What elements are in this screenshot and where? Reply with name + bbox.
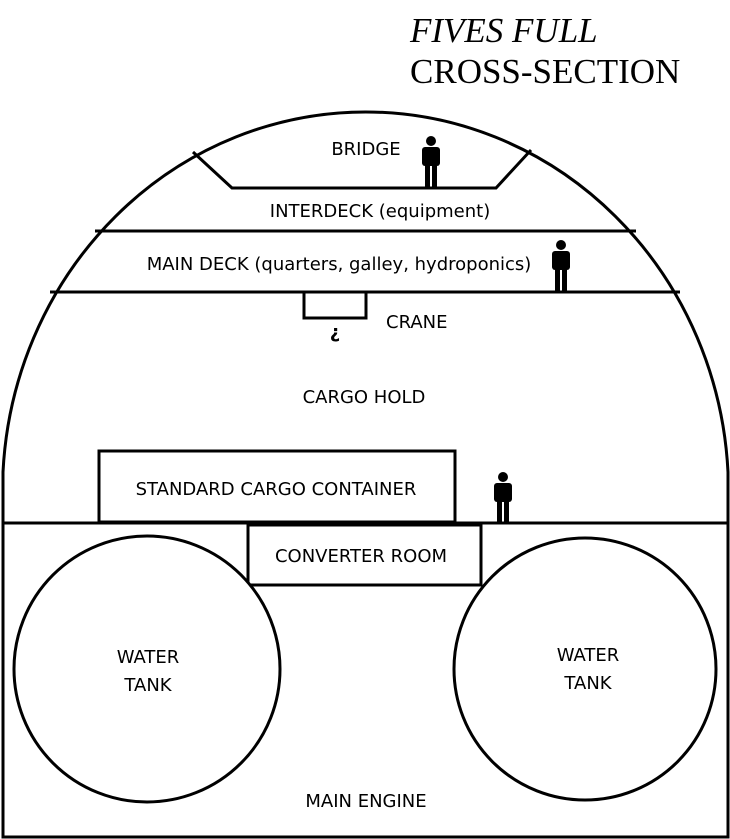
title-line-1: FIVES FULL <box>409 11 598 50</box>
water-tank-right <box>452 536 718 802</box>
standard-cargo-container-label: STANDARD CARGO CONTAINER <box>136 479 417 500</box>
standard-cargo-container <box>97 449 457 524</box>
person-icon <box>494 472 512 524</box>
hook-icon: ¿ <box>330 322 340 343</box>
bridge-label: BRIDGE <box>331 139 400 160</box>
main-deck-label: MAIN DECK (quarters, galley, hydroponics… <box>147 254 532 275</box>
bridge-outline <box>191 148 533 190</box>
title-line-2: CROSS-SECTION <box>410 52 680 91</box>
water-tank-right-label-line-2: TANK <box>563 673 612 694</box>
person-icon <box>422 136 440 188</box>
crane-frame <box>302 292 368 320</box>
cargo-hold-label: CARGO HOLD <box>303 387 426 408</box>
water-tank-right-label-line-1: WATER <box>557 645 620 666</box>
water-tank-left-label-line-2: TANK <box>123 675 172 696</box>
hull-outline <box>1 110 730 839</box>
water-tank-left-label-line-1: WATER <box>117 647 180 668</box>
converter-room <box>246 523 483 587</box>
main-engine-label: MAIN ENGINE <box>305 791 426 812</box>
converter-room-label: CONVERTER ROOM <box>275 546 447 567</box>
crane-label: CRANE <box>386 312 448 333</box>
person-icon <box>552 240 570 292</box>
water-tank-left <box>12 534 282 804</box>
interdeck-label: INTERDECK (equipment) <box>270 201 490 222</box>
